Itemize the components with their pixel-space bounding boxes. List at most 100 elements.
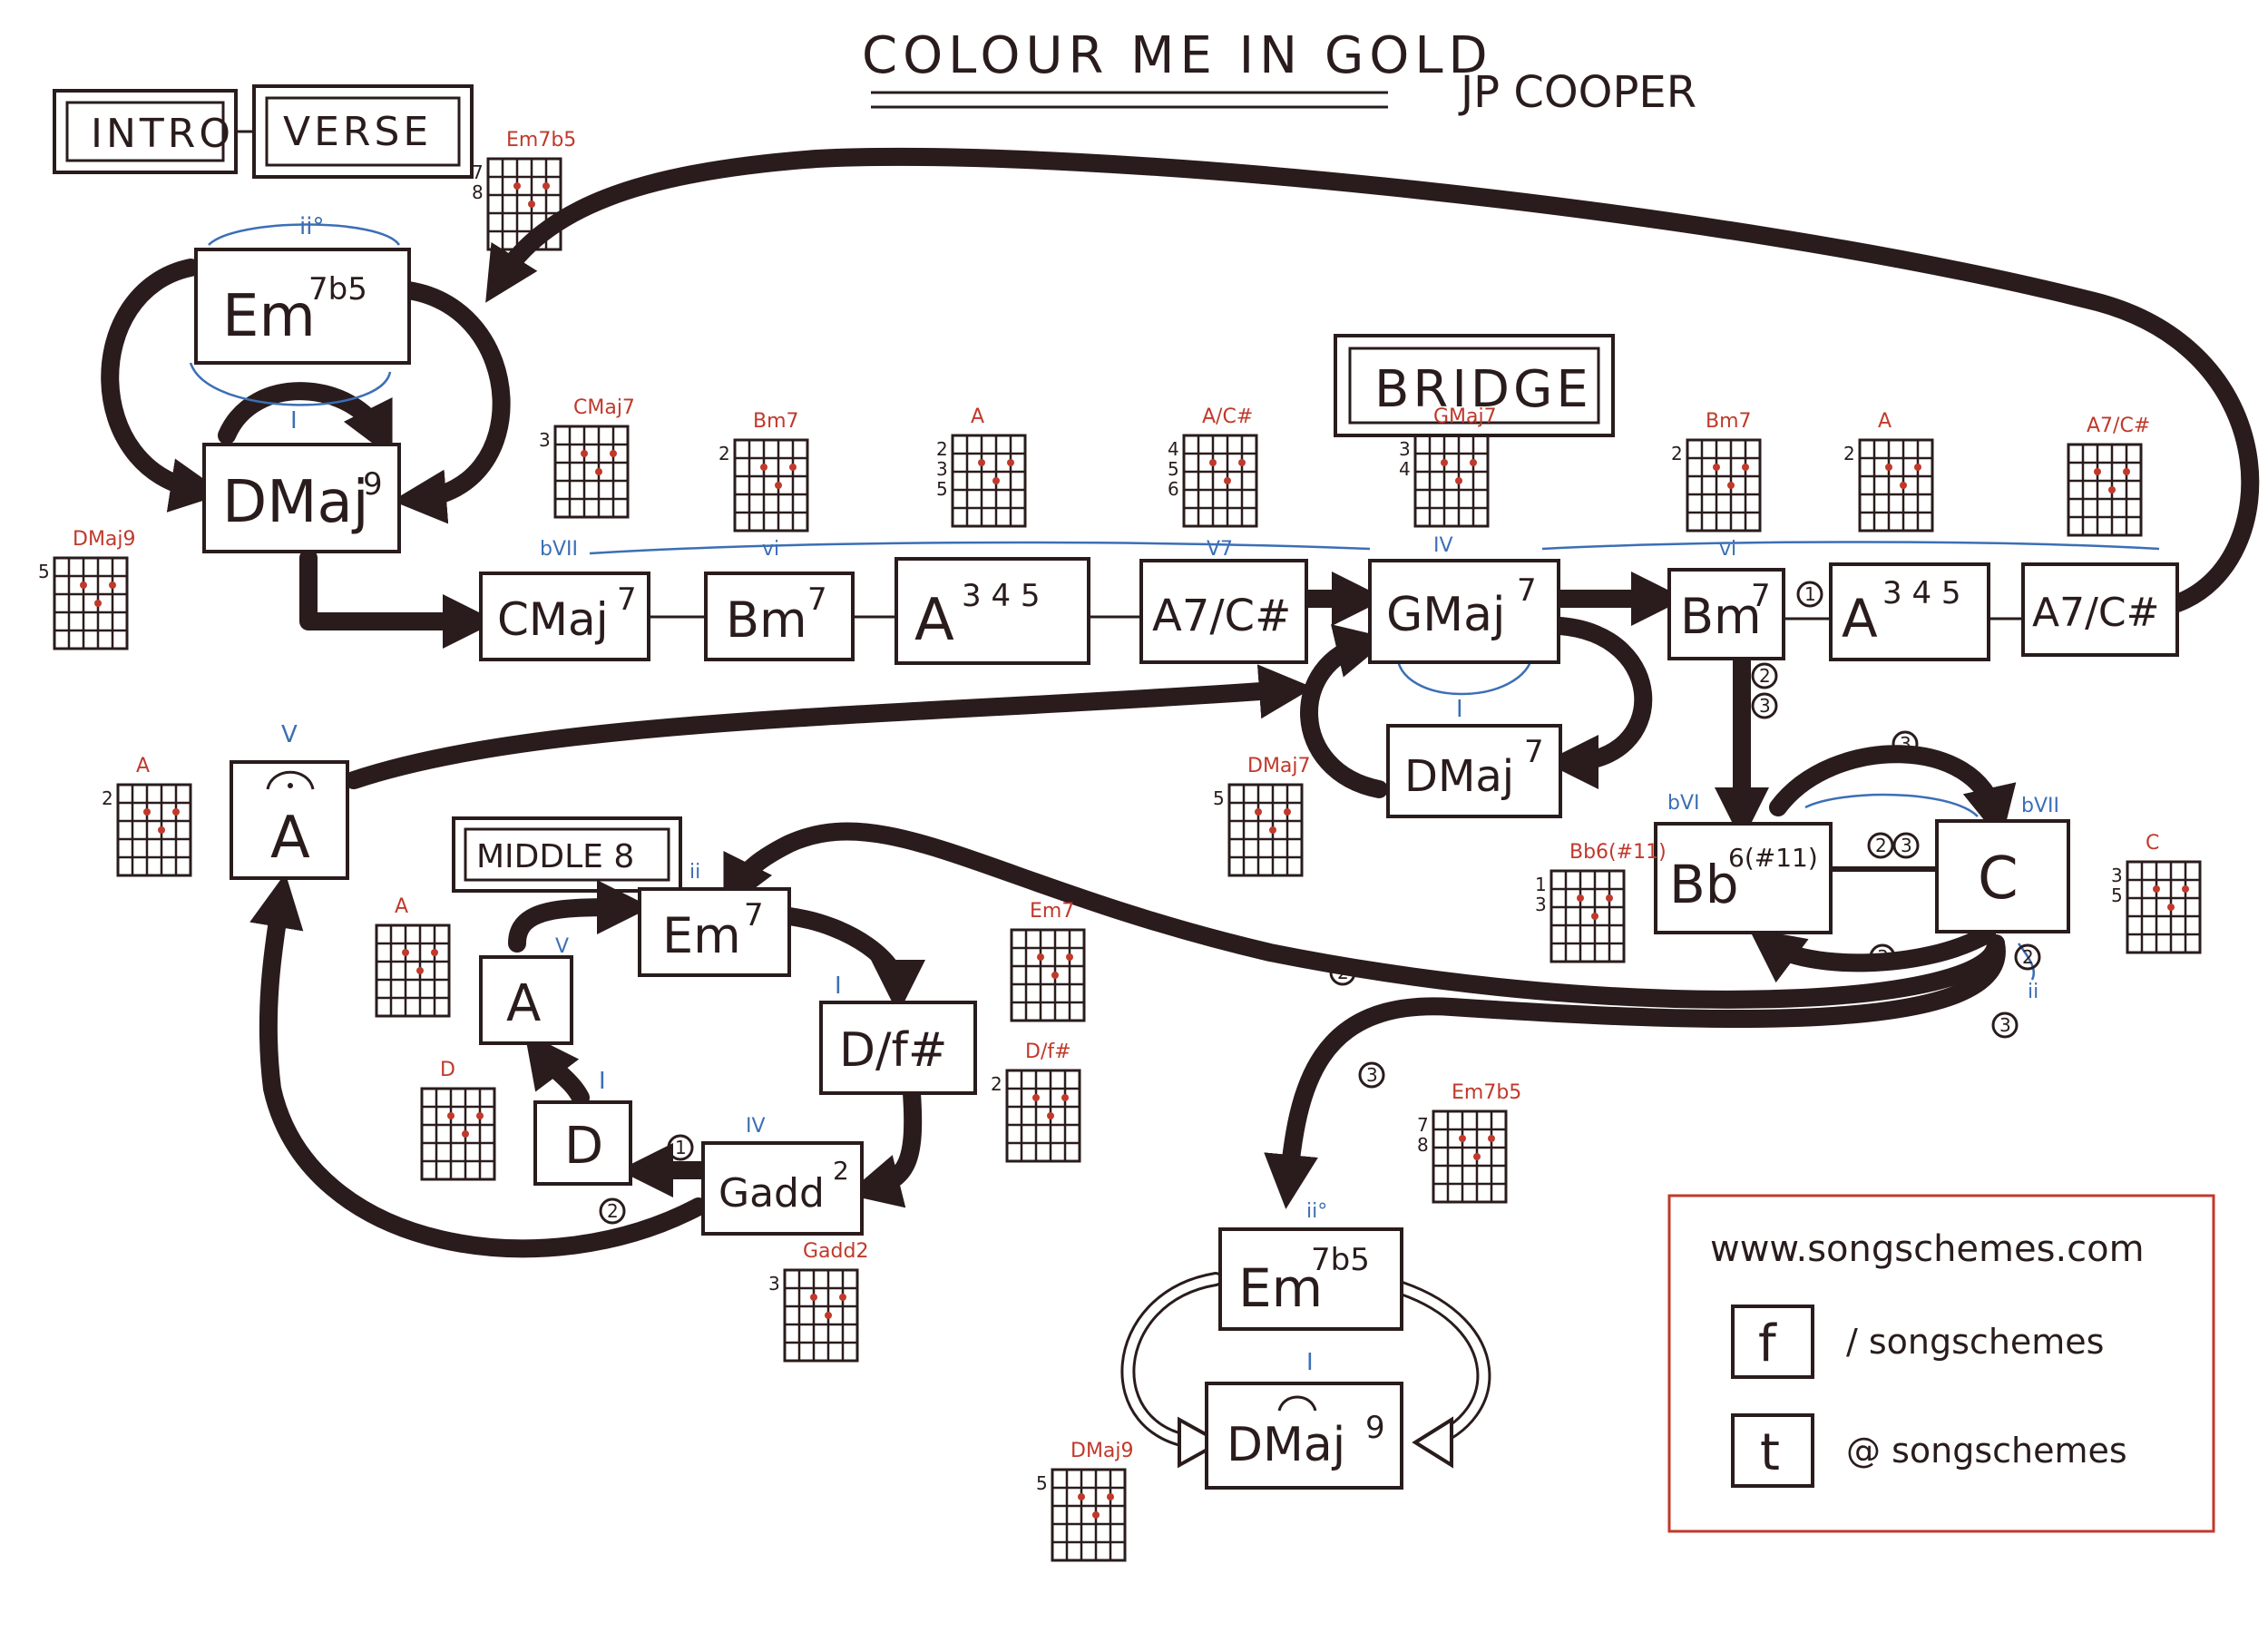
finger-dot [1591, 913, 1598, 920]
path-marker: 1 [667, 1134, 694, 1161]
finger-dot [839, 1294, 846, 1301]
facebook-icon[interactable] [1731, 1305, 1814, 1379]
facebook-icon-glyph: f [1758, 1314, 1777, 1373]
fret-number: 2 [991, 1073, 1002, 1095]
chord-box-cmaj7[interactable]: CMaj 7 [479, 572, 650, 661]
finger-dot [1914, 464, 1921, 471]
finger-dot [1209, 459, 1217, 466]
chord-ext: 7 [1524, 734, 1544, 770]
chord-box-bm7-bridge[interactable]: Bm 7 [1667, 568, 1785, 660]
fret-number: 3 [1399, 438, 1411, 460]
arrow-dmaj9-self [218, 382, 393, 459]
verse-label-box: VERSE [252, 84, 474, 179]
chord-box-m8-d[interactable]: D [533, 1100, 632, 1186]
path-marker: 3 [1892, 832, 1920, 859]
chord-root: Em [1238, 1257, 1323, 1319]
svg-text:3: 3 [1366, 1064, 1378, 1086]
finger-dot [978, 459, 985, 466]
arrow-a-fermata-to-gmaj7 [345, 664, 1314, 789]
chord-box-m8-a[interactable]: A [479, 955, 573, 1045]
chord-box-bm7[interactable]: Bm 7 [704, 572, 855, 661]
chord-grid-a-m8: A [375, 895, 451, 1018]
finger-dot [2123, 468, 2130, 475]
chord-box-m8-em7[interactable]: Em 7 [638, 887, 791, 977]
chord-box-intro-dmaj9[interactable]: DMaj 9 [202, 443, 401, 553]
chord-grid-label: Bm7 [1706, 410, 1752, 433]
fret-number: 5 [2111, 884, 2123, 906]
chord-box-dmaj7[interactable]: DMaj 7 [1386, 724, 1562, 818]
facebook-handle[interactable]: / songschemes [1846, 1322, 2104, 1362]
chord-root: DMaj [1227, 1418, 1345, 1472]
chord-box-end-dmaj9[interactable]: DMaj 9 [1205, 1382, 1403, 1490]
chord-box-a-sus[interactable]: A 3 4 5 [894, 557, 1090, 665]
chord-ext: 9 [1365, 1410, 1385, 1446]
chord-box-a-sus-bridge[interactable]: A 3 4 5 [1829, 562, 1990, 661]
finger-dot [431, 949, 438, 956]
finger-dot [1470, 459, 1477, 466]
svg-text:I: I [290, 407, 298, 435]
finger-dot [1441, 459, 1448, 466]
chord-ext: 7 [617, 581, 637, 618]
fret-number: 5 [1036, 1472, 1048, 1494]
chord-root: A [270, 805, 310, 872]
twitter-handle[interactable]: @ songschemes [1846, 1431, 2127, 1471]
chord-grid-label: Bb6(#11) [1569, 841, 1667, 864]
arrow-c-to-bb6 [1748, 925, 1996, 983]
finger-dot [775, 482, 782, 489]
svg-text:V: V [555, 935, 569, 958]
chord-box-a7c[interactable]: A7/C# [1139, 559, 1308, 664]
finger-dot [1107, 1493, 1114, 1500]
finger-dot [1742, 464, 1749, 471]
finger-dot [1051, 972, 1059, 979]
artist-name: JP COOPER [1458, 67, 1696, 118]
twitter-icon[interactable] [1731, 1413, 1814, 1488]
chord-ext: 2 [833, 1156, 849, 1186]
finger-dot [825, 1312, 832, 1319]
chord-ext: 3 4 5 [962, 578, 1041, 614]
chord-box-a-fermata[interactable]: A [230, 760, 349, 880]
fret-number: 5 [1168, 458, 1179, 480]
svg-text:vi: vi [762, 538, 779, 561]
path-marker: 2 [1329, 959, 1356, 986]
path-marker: 3 [1869, 943, 1896, 971]
chord-grid-label: Gadd2 [803, 1240, 868, 1263]
arrow-dmaj7-to-gmaj7 [1300, 624, 1391, 798]
finger-dot [543, 182, 550, 190]
chord-grid-a-left: A2 [102, 755, 192, 877]
finger-dot [610, 450, 617, 457]
finger-dot [1092, 1511, 1100, 1519]
fermata-icon [266, 770, 315, 790]
chord-box-end-em7b5[interactable]: Em 7b5 [1218, 1227, 1403, 1331]
finger-dot [1473, 1153, 1481, 1160]
fret-number: 7 [472, 161, 484, 183]
fret-number: 6 [1168, 478, 1179, 500]
svg-text:3: 3 [1901, 835, 1912, 856]
chord-ext: 9 [363, 466, 383, 503]
chord-root: Em [222, 283, 316, 350]
chord-root: DMaj [1404, 751, 1514, 802]
svg-text:2: 2 [1875, 835, 1887, 856]
website-link[interactable]: www.songschemes.com [1710, 1228, 2145, 1270]
chord-box-m8-gadd2[interactable]: Gadd 2 [701, 1141, 864, 1236]
chord-box-m8-df[interactable]: D/f# [819, 1001, 977, 1095]
fret-number: 7 [1417, 1114, 1429, 1136]
arrow-em7b5-to-dmaj9-left [101, 259, 225, 513]
chord-grid-bb6: Bb6(#11)13 [1535, 841, 1667, 963]
path-marker: 2 [1867, 832, 1894, 859]
chord-grid-label: DMaj9 [73, 528, 136, 551]
finger-dot [1577, 894, 1584, 902]
chord-box-gmaj7[interactable]: GMaj 7 [1368, 559, 1560, 664]
song-title: COLOUR ME IN GOLD [862, 26, 1493, 85]
fret-number: 3 [768, 1273, 780, 1295]
chord-box-intro-em7b5[interactable]: Em 7b5 [194, 248, 411, 365]
twitter-icon-glyph: t [1760, 1423, 1780, 1482]
chord-box-a7c-bridge[interactable]: A7/C# [2021, 562, 2179, 657]
finger-dot [80, 581, 87, 589]
intro-label-box: INTRO [53, 89, 238, 174]
chord-box-bb6[interactable]: Bb 6(#11) [1654, 822, 1833, 934]
svg-text:bVII: bVII [2021, 795, 2059, 817]
finger-dot [2167, 904, 2175, 911]
chord-box-c[interactable]: C [1935, 819, 2070, 933]
